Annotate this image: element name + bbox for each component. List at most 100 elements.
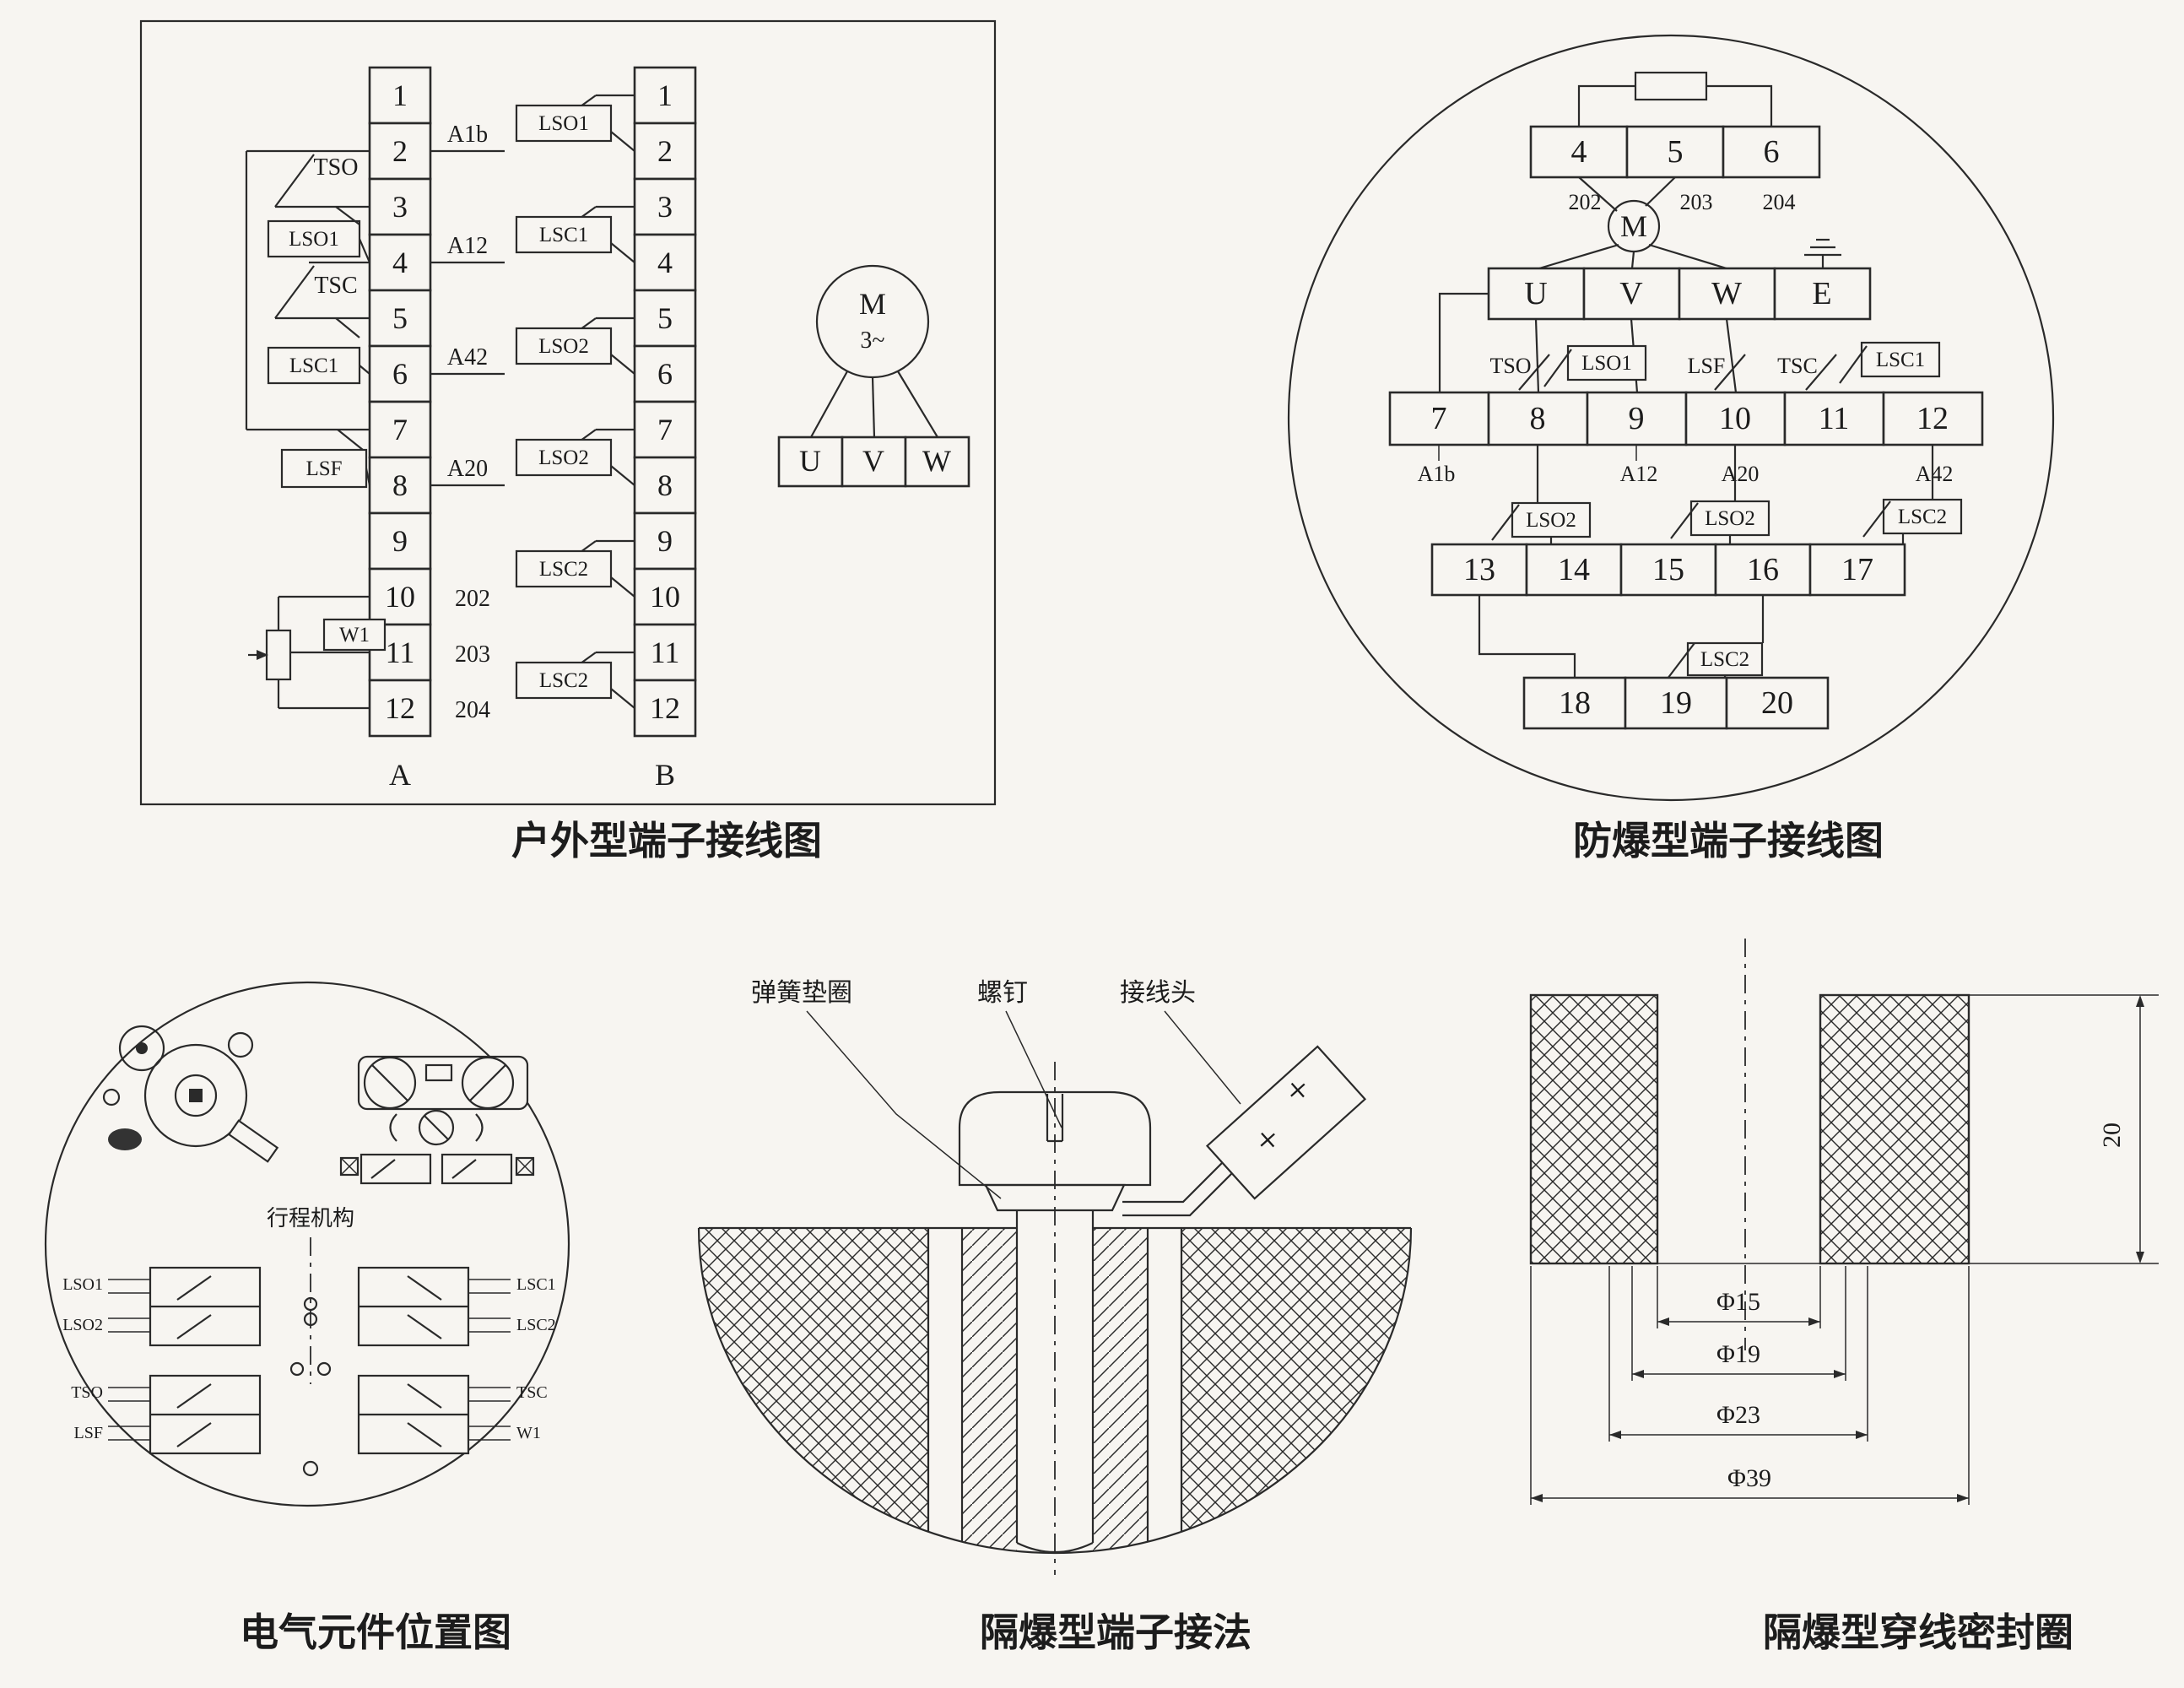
terminal-number: 7 xyxy=(1431,401,1447,436)
panel-seal-ring: Φ15 Φ19 Φ23 Φ39 20 隔爆型穿线密封圈 xyxy=(1529,939,2159,1654)
switch-label-lsf: LSF xyxy=(305,457,342,480)
spring-washer xyxy=(984,1183,1126,1212)
dimension-phi15: Φ15 xyxy=(1657,1266,1821,1328)
switch-row-3: LSC2 xyxy=(1478,595,1765,679)
outdoor-frame xyxy=(139,19,997,806)
wire-lug: + + xyxy=(1122,1045,1367,1217)
component-label: LSO2 xyxy=(62,1316,103,1334)
row-13-17: 13 14 15 16 17 xyxy=(1430,543,1906,597)
terminal-number: 4 xyxy=(1571,134,1587,170)
ground-icon xyxy=(1804,238,1841,268)
terminal-number: 4 xyxy=(392,246,408,279)
outdoor-motor: M 3~ U V W xyxy=(777,264,970,488)
switch-label-lso1: LSO1 xyxy=(289,228,339,251)
b-switch-label: LSC1 xyxy=(539,224,588,246)
b-switch-label: LSC2 xyxy=(539,669,588,692)
outdoor-left-switches: TSO LSO1 TSC LSC1 LSF W1 xyxy=(245,149,387,710)
row-4-5-6: 4 5 6 202 203 204 xyxy=(1529,125,1821,214)
switch-label-tsc: TSC xyxy=(314,273,357,299)
panel-component-layout: 行程机构 LSO1 LSO2 LSC1 LSC2 TSO LS xyxy=(44,981,570,1654)
terminal-number: 20 xyxy=(1761,685,1793,721)
switch-label: LSO1 xyxy=(1581,352,1632,375)
terminal-number: 12 xyxy=(650,691,680,725)
strip-b-switches: LSO1 LSC1 LSO2 LSO2 LSC2 LSC2 xyxy=(515,94,635,709)
wire-label: 202 xyxy=(1569,190,1602,214)
terminal-number: 9 xyxy=(657,524,673,558)
dimension-height-20: 20 xyxy=(2098,995,2144,1263)
wire-label: A20 xyxy=(1722,462,1760,486)
switch-label-lsc1: LSC1 xyxy=(289,354,338,377)
callout-spring-washer: 弹簧垫圈 xyxy=(751,979,852,1007)
wire-label: A12 xyxy=(1620,462,1658,486)
switch-label: TSO xyxy=(1489,354,1531,378)
wire-label: A12 xyxy=(447,233,488,259)
limit-switch-group-3: TSO LSF xyxy=(71,1374,262,1455)
terminal-number: 16 xyxy=(1747,552,1779,587)
wire-label: A20 xyxy=(447,456,488,482)
dim-label: Φ39 xyxy=(1727,1464,1771,1492)
terminal-strip-b: 1 2 3 4 5 6 7 8 9 10 11 12 B xyxy=(633,66,697,792)
explosion-motor: M xyxy=(1538,176,1727,270)
wire-label: A42 xyxy=(1916,462,1954,486)
terminal-strip-a: 1 2 3 4 5 6 7 8 9 10 11 12 A xyxy=(368,66,432,792)
caption-outdoor: 户外型端子接线图 xyxy=(511,820,822,863)
motor-circle xyxy=(815,264,930,379)
terminal-number: 5 xyxy=(392,301,408,335)
terminal-number: 10 xyxy=(385,580,415,614)
dim-label: Φ19 xyxy=(1716,1340,1760,1368)
dimension-phi39: Φ39 xyxy=(1530,1266,1970,1505)
terminal-number: 8 xyxy=(392,468,408,502)
limit-switch-group-2: LSC1 LSC2 xyxy=(357,1266,556,1347)
row-18-20: 18 19 20 xyxy=(1522,676,1830,730)
screw xyxy=(958,1062,1152,1575)
panel-terminal-connection: + + 弹簧垫圈 螺钉 接线头 隔爆型端子接法 xyxy=(697,979,1413,1654)
terminal-number: 10 xyxy=(650,580,680,614)
terminal-number: 9 xyxy=(392,524,408,558)
heater-resistor xyxy=(1577,71,1773,127)
switch-label-tso: TSO xyxy=(314,154,359,181)
motor-symbol: M xyxy=(1620,209,1647,243)
dim-label: 20 xyxy=(2098,1123,2126,1148)
panel-explosion-proof: 4 5 6 202 203 204 M U V W E TSO LSO1 xyxy=(1287,34,2055,863)
panel-outdoor-wiring: 1 2 3 4 5 6 7 8 9 10 11 12 A TSO LSO1 TS… xyxy=(139,19,997,863)
motor-terminal: U xyxy=(799,444,821,478)
terminal-number: 12 xyxy=(1916,401,1949,436)
switch-label-w1: W1 xyxy=(339,624,370,647)
switch-box-lso1 xyxy=(267,219,361,258)
switch-label: LSO2 xyxy=(1705,507,1755,530)
terminal-number: 17 xyxy=(1841,552,1873,587)
terminal-number: 10 xyxy=(1719,401,1751,436)
cam-cluster xyxy=(102,1025,279,1163)
component-label: LSC1 xyxy=(516,1275,556,1294)
terminal-number: 7 xyxy=(657,413,673,446)
terminal-number: 5 xyxy=(657,301,673,335)
outdoor-wire-labels: A1b A12 A42 A20 202 203 204 xyxy=(430,122,505,723)
switch-row-2: LSO2 LSO2 LSC2 xyxy=(1491,445,1963,544)
motor-phase: 3~ xyxy=(860,327,884,354)
terminal-number: 19 xyxy=(1660,685,1692,721)
potentiometer-body xyxy=(265,629,292,681)
motor-terminal: V xyxy=(862,444,884,478)
wire-label: 204 xyxy=(1763,190,1796,214)
caption-terminal-connection: 隔爆型端子接法 xyxy=(980,1611,1251,1654)
terminal-number: W xyxy=(1711,276,1742,311)
terminal-number: 15 xyxy=(1652,552,1684,587)
b-switch-label: LSO2 xyxy=(538,335,589,358)
component-label: LSC2 xyxy=(516,1316,556,1334)
terminal-number: 7 xyxy=(392,413,408,446)
strip-b-label: B xyxy=(655,758,675,792)
terminal-number: 6 xyxy=(1764,134,1780,170)
row-7-12: 7 8 9 10 11 12 A1b A12 A20 A42 xyxy=(1388,391,1984,486)
wire-label: A1b xyxy=(447,122,488,148)
callouts: 弹簧垫圈 螺钉 接线头 xyxy=(751,979,1241,1199)
terminal-number: 14 xyxy=(1558,552,1590,587)
terminal-number: 12 xyxy=(385,691,415,725)
terminal-number: E xyxy=(1812,276,1831,311)
switch-label: LSC1 xyxy=(1876,349,1925,371)
switch-label: TSC xyxy=(1777,354,1818,378)
motor-symbol: M xyxy=(859,287,886,321)
component-label: W1 xyxy=(516,1424,541,1442)
seal-right-section xyxy=(1819,993,1970,1265)
component-label: TSO xyxy=(71,1383,103,1402)
